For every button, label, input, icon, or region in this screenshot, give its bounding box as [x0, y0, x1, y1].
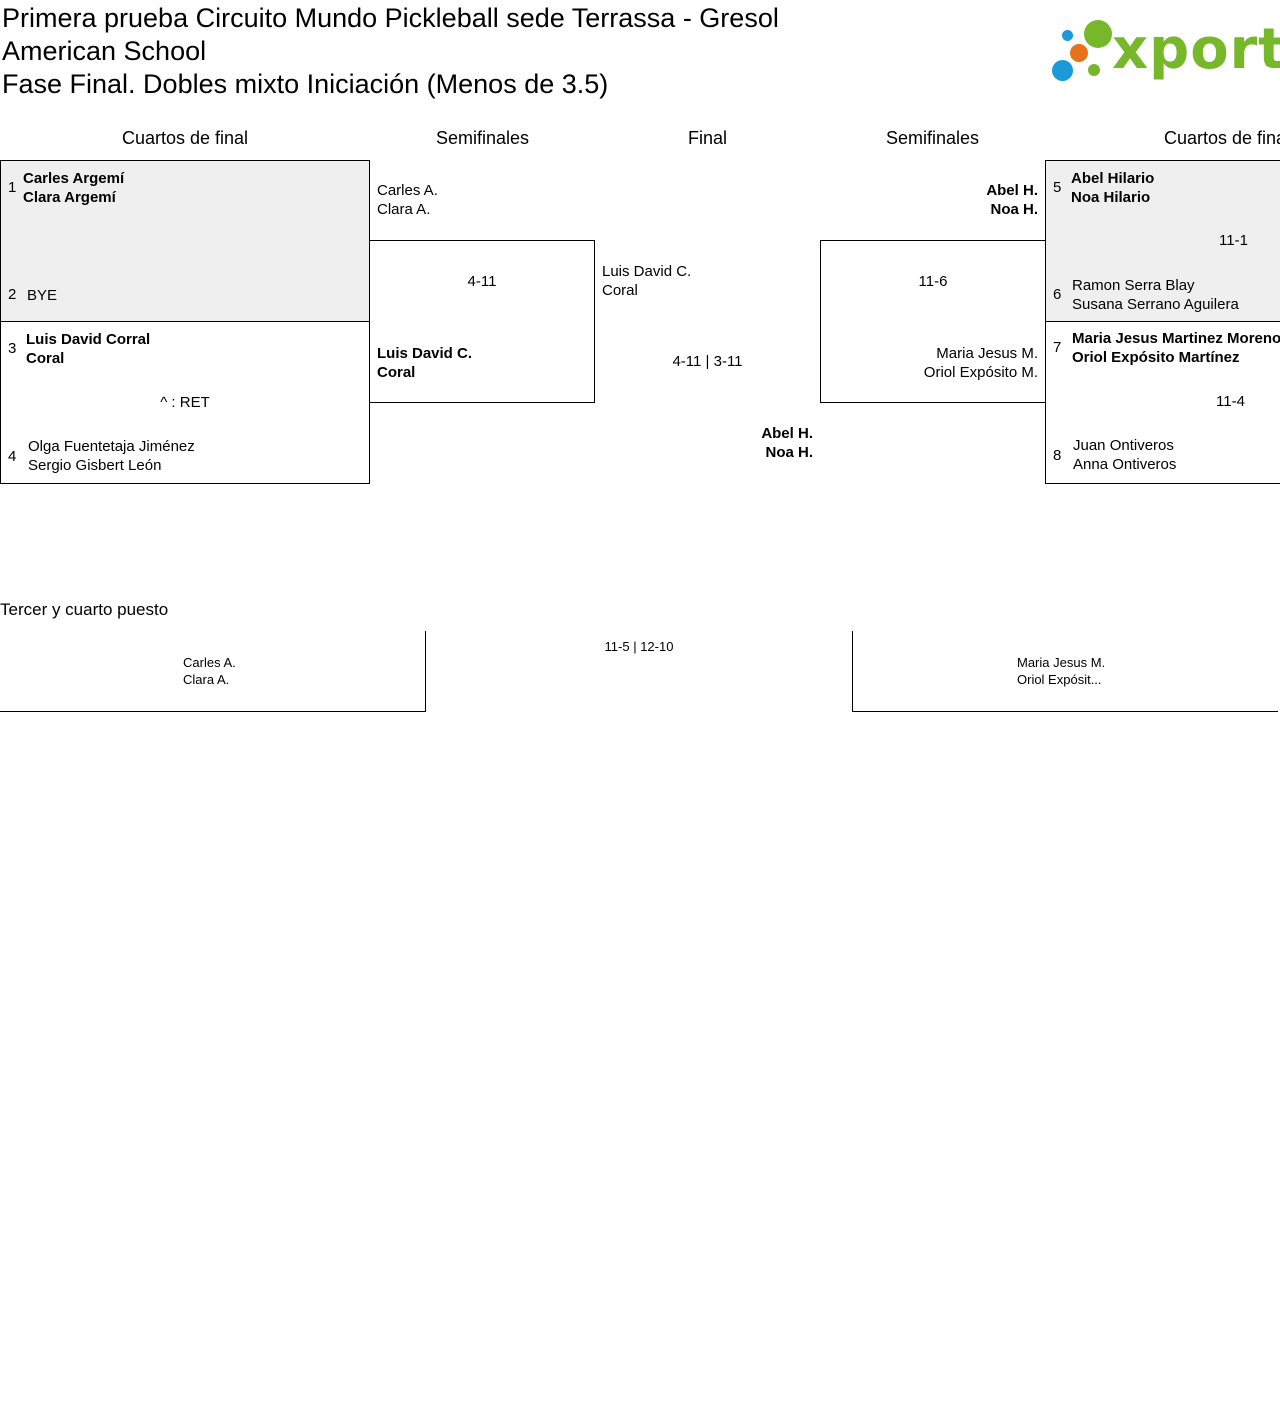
- round-header-final: Final: [687, 128, 727, 148]
- right-qf-match-1[interactable]: 5 Abel Hilario Noa Hilario 11-1 6 Ramon …: [1045, 160, 1280, 322]
- right-sf-top-player-1: Abel H.: [986, 182, 1038, 199]
- third-place-right-team[interactable]: Maria Jesus M. Oriol Expósit...: [852, 631, 1278, 712]
- team-player-2: Sergio Gisbert León: [28, 457, 162, 474]
- team-player-2: Clara A.: [183, 672, 230, 687]
- winner-player-2: Coral: [377, 364, 416, 381]
- left-qf-match-1[interactable]: 1 Carles Argemí Clara Argemí 2 BYE: [0, 160, 370, 322]
- logo-text: xporty: [1112, 17, 1280, 82]
- team-player-1: Carles A.: [183, 655, 236, 670]
- left-sf-top-player-2: Clara A.: [377, 201, 431, 218]
- team-player-1: Luis David Corral: [26, 331, 151, 348]
- left-qf-match-2[interactable]: 3 Luis David Corral Coral ^ : RET 4 Olga…: [0, 321, 370, 484]
- match-score: 4-11: [467, 273, 497, 290]
- match-note: ^ : RET: [160, 394, 210, 411]
- team-player-2: Coral: [26, 350, 65, 367]
- team-player-1: Abel Hilario: [1071, 170, 1155, 187]
- match-score: 11-4: [1216, 393, 1245, 410]
- round-header-left-qf: Cuartos de final: [121, 128, 249, 148]
- team-player-2: Oriol Expósit...: [1017, 672, 1102, 687]
- round-header-right-sf: Semifinales: [885, 128, 980, 148]
- team-player-2: Clara Argemí: [23, 189, 116, 206]
- logo-dot-blue-small: [1062, 30, 1073, 41]
- team-bye: BYE: [27, 287, 58, 304]
- final-left-player-1: Luis David C.: [602, 263, 692, 280]
- seed-number: 2: [8, 286, 17, 303]
- team-player-2: Oriol Expósito Martínez: [1072, 349, 1240, 366]
- team-player-1: Olga Fuentetaja Jiménez: [28, 438, 195, 455]
- team-player-1: Juan Ontiveros: [1073, 437, 1174, 454]
- seed-number: 5: [1053, 179, 1062, 196]
- seed-number: 8: [1053, 447, 1062, 464]
- team-player-2: Anna Ontiveros: [1073, 456, 1177, 473]
- team-player-1: Maria Jesus Martinez Moreno: [1072, 330, 1280, 347]
- seed-number: 3: [8, 340, 17, 357]
- team-player-1: Maria Jesus M.: [1017, 655, 1106, 670]
- title-line-2: American School: [2, 36, 207, 66]
- left-sf-top-player-1: Carles A.: [377, 182, 438, 199]
- right-sf-top-player-2: Noa H.: [990, 201, 1038, 218]
- title-line-1: Primera prueba Circuito Mundo Pickleball…: [2, 3, 779, 33]
- xporty-logo[interactable]: xporty: [1050, 16, 1280, 84]
- team-player-1: Carles Argemí: [23, 170, 125, 187]
- team-player-2: Susana Serrano Aguilera: [1072, 296, 1239, 313]
- left-sf-match[interactable]: 4-11 Luis David C. Coral: [370, 240, 595, 403]
- third-place-score: 11-5 | 12-10: [604, 639, 674, 654]
- third-place-left-team[interactable]: Carles A. Clara A.: [0, 631, 426, 712]
- logo-dot-blue: [1052, 60, 1073, 81]
- team-player-2: Noa Hilario: [1071, 189, 1151, 206]
- logo-dot-green-small: [1088, 64, 1100, 76]
- match-score: 11-1: [1219, 232, 1248, 249]
- winner-player-1: Luis David C.: [377, 345, 473, 362]
- title-line-3: Fase Final. Dobles mixto Iniciación (Men…: [2, 69, 609, 99]
- final-left-player-2: Coral: [602, 282, 638, 299]
- champion-player-2: Noa H.: [765, 444, 813, 461]
- match-score: 11-6: [918, 273, 948, 290]
- third-place-title: Tercer y cuarto puesto: [0, 600, 169, 619]
- seed-number: 6: [1053, 286, 1062, 303]
- right-sf-match[interactable]: 11-6 Maria Jesus M. Oriol Expósito M.: [820, 240, 1046, 403]
- logo-dot-green: [1084, 20, 1112, 48]
- round-header-right-qf: Cuartos de final: [1164, 128, 1280, 148]
- champion-player-1: Abel H.: [761, 425, 813, 442]
- team-player-1: Ramon Serra Blay: [1072, 277, 1195, 294]
- right-qf-match-2[interactable]: 7 Maria Jesus Martinez Moreno Oriol Expó…: [1045, 321, 1280, 484]
- team-player-2: Oriol Expósito M.: [923, 364, 1038, 381]
- logo-dot-orange: [1070, 44, 1088, 62]
- final-score: 4-11 | 3-11: [672, 353, 743, 370]
- seed-number: 4: [8, 448, 17, 465]
- seed-number: 1: [8, 179, 17, 196]
- team-player-1: Maria Jesus M.: [936, 345, 1038, 362]
- page-title: Primera prueba Circuito Mundo Pickleball…: [2, 2, 962, 101]
- seed-number: 7: [1053, 339, 1062, 356]
- round-header-left-sf: Semifinales: [435, 128, 530, 148]
